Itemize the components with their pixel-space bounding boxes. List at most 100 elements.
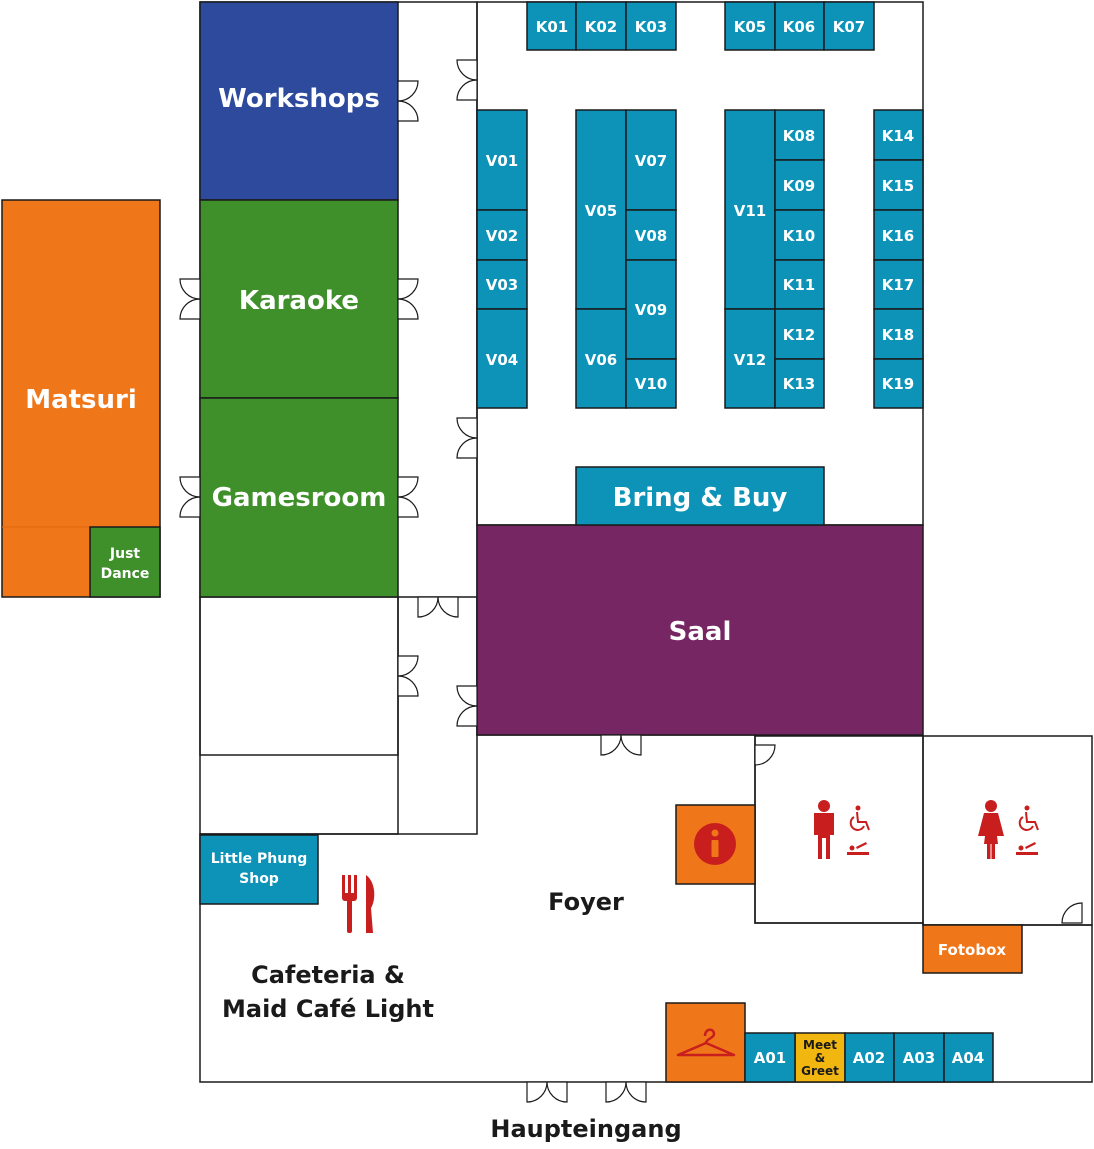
empty-room: [199, 596, 399, 756]
booth-k19-label: K19: [882, 375, 915, 393]
booth-v07-label: V07: [635, 152, 667, 170]
female-toilet-icon: [978, 800, 1004, 859]
room-fotobox[interactable]: [922, 924, 1023, 974]
booth-v02-label: V02: [486, 227, 518, 245]
booth-k05-label: K05: [734, 18, 767, 36]
foyer-label: Foyer: [548, 888, 624, 916]
booth-k15-label: K15: [882, 177, 915, 195]
room-little-phung-label-2: Shop: [239, 871, 279, 887]
room-fotobox-label: Fotobox: [938, 941, 1006, 959]
booth-k08-label: K08: [783, 127, 816, 145]
booth-v12[interactable]: [724, 308, 776, 409]
door-saal-bottom: [600, 734, 642, 756]
booth-a03[interactable]: [893, 1032, 945, 1083]
door-gamesroom-left: [179, 476, 201, 518]
booth-v06-label: V06: [585, 351, 617, 369]
booth-a02-label: A02: [853, 1049, 885, 1067]
door-saal-left: [456, 685, 478, 727]
booth-k01[interactable]: [526, 1, 577, 51]
booth-k13-label: K13: [783, 375, 816, 393]
room-just-dance-label-1: Just: [109, 546, 141, 562]
booth-k02[interactable]: [575, 1, 627, 51]
room-karaoke-label: Karaoke: [239, 286, 359, 316]
door-workshops: [397, 80, 419, 122]
booth-k13[interactable]: [774, 358, 825, 409]
booth-k03[interactable]: [625, 1, 677, 51]
room-just-dance-label-2: Dance: [101, 566, 150, 582]
booth-k14[interactable]: [873, 109, 924, 161]
wheelchair-icon: [1018, 805, 1039, 831]
booth-k16[interactable]: [873, 209, 924, 261]
toilet-men-room: [754, 735, 924, 924]
booth-v10-label: V10: [635, 375, 667, 393]
door-karaoke-right: [397, 278, 419, 320]
booth-a04[interactable]: [943, 1032, 994, 1083]
booth-k01-label: K01: [536, 18, 569, 36]
booth-k19[interactable]: [873, 358, 924, 409]
door-gamesroom-right: [397, 476, 419, 518]
booth-k16-label: K16: [882, 227, 915, 245]
room-workshops-label: Workshops: [218, 84, 380, 114]
door-corridor-bottom: [417, 596, 459, 618]
male-toilet-icon: [814, 800, 834, 859]
hall-outline: [476, 1, 924, 526]
booth-v08[interactable]: [625, 209, 677, 261]
booth-v06[interactable]: [575, 308, 627, 409]
meet-greet-label-3: Greet: [801, 1064, 839, 1078]
door-main-entrance-2: [605, 1081, 647, 1103]
booth-k15[interactable]: [873, 159, 924, 211]
toilet-women-room: [922, 735, 1093, 926]
cafeteria-label-2: Maid Café Light: [222, 995, 434, 1023]
booth-v08-label: V08: [635, 227, 667, 245]
booth-k09-label: K09: [783, 177, 816, 195]
room-gamesroom-label: Gamesroom: [212, 483, 387, 513]
booth-v04-label: V04: [486, 351, 518, 369]
booth-v12-label: V12: [734, 351, 766, 369]
room-just-dance[interactable]: [89, 526, 161, 598]
room-gamesroom[interactable]: [199, 397, 399, 598]
door-empty-room: [397, 655, 419, 697]
baby-changing-icon: [1016, 842, 1038, 855]
info-icon: [694, 823, 736, 865]
booth-v09-label: V09: [635, 301, 667, 319]
room-bring-buy[interactable]: [575, 466, 825, 526]
meet-greet-label-2: &: [815, 1051, 825, 1065]
cafeteria-label-1: Cafeteria &: [251, 961, 405, 989]
booth-v10[interactable]: [625, 358, 677, 409]
booth-k07[interactable]: [823, 1, 875, 51]
booth-v05-label: V05: [585, 202, 617, 220]
booth-k09[interactable]: [774, 159, 825, 211]
booth-a04-label: A04: [952, 1049, 984, 1067]
booth-a01-label: A01: [754, 1049, 786, 1067]
door-karaoke-left: [179, 278, 201, 320]
room-little-phung-shop[interactable]: [199, 834, 319, 905]
meet-greet-label-1: Meet: [803, 1038, 837, 1052]
booth-a01[interactable]: [744, 1032, 796, 1083]
booth-k18-label: K18: [882, 326, 915, 344]
room-workshops[interactable]: [199, 1, 399, 201]
room-saal-label: Saal: [669, 617, 732, 647]
door-toilet-men: [754, 744, 776, 766]
booth-k02-label: K02: [585, 18, 618, 36]
booth-v03[interactable]: [476, 259, 528, 310]
door-main-entrance-1: [526, 1081, 568, 1103]
booth-k17-label: K17: [882, 276, 915, 294]
wheelchair-icon: [849, 805, 870, 831]
booth-k07-label: K07: [833, 18, 866, 36]
door-toilet-women: [1061, 902, 1083, 924]
booth-v02[interactable]: [476, 209, 528, 261]
booth-v04[interactable]: [476, 308, 528, 409]
booth-k18[interactable]: [873, 308, 924, 360]
booth-v09[interactable]: [625, 259, 677, 360]
door-hall-top: [456, 59, 478, 101]
booth-v03-label: V03: [486, 276, 518, 294]
booth-a03-label: A03: [903, 1049, 935, 1067]
coat-hanger-icon: [676, 1028, 736, 1057]
booth-k06[interactable]: [774, 1, 825, 51]
booth-k08[interactable]: [774, 109, 825, 161]
entrance-label: Haupteingang: [490, 1115, 681, 1143]
booth-k11-label: K11: [783, 276, 816, 294]
room-little-phung-label-1: Little Phung: [211, 851, 307, 867]
booth-k03-label: K03: [635, 18, 668, 36]
room-bring-buy-label: Bring & Buy: [613, 483, 788, 513]
